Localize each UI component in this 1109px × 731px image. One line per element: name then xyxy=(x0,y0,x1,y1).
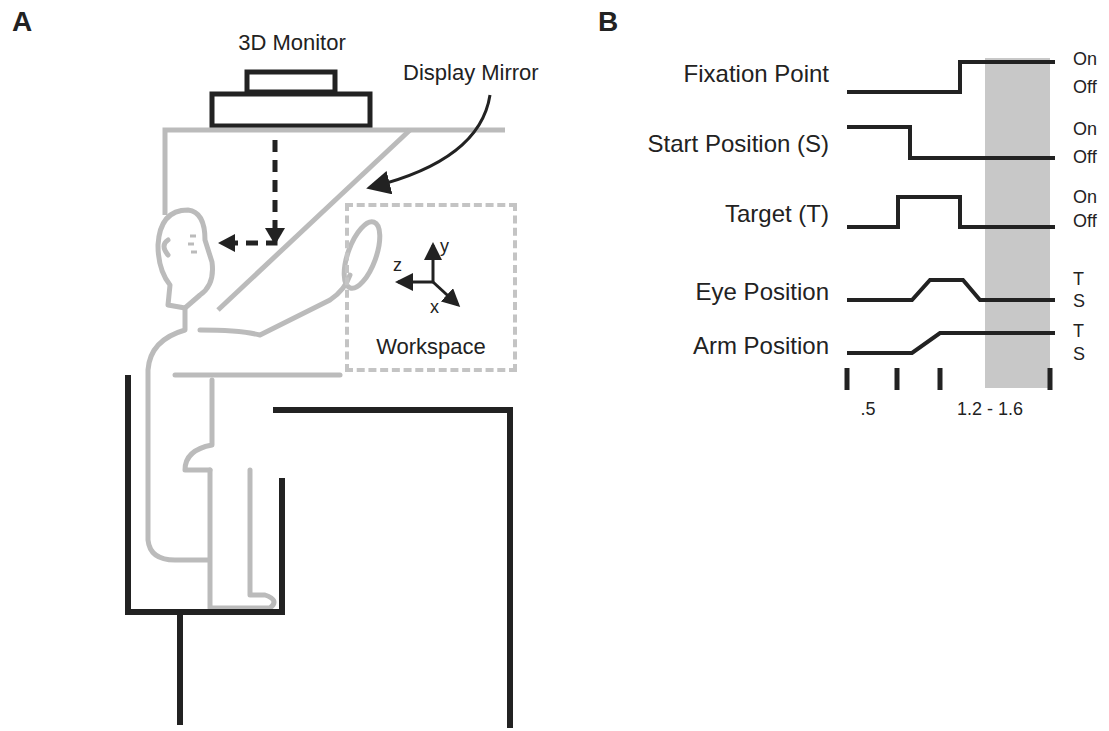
state-label: T xyxy=(1073,322,1084,340)
part-name: 3D Monitor xyxy=(238,32,346,54)
state-label: S xyxy=(1073,292,1085,310)
state-label: On xyxy=(1073,188,1097,206)
time-tick: 1.2 - 1.6 xyxy=(957,400,1023,418)
signal-name: Start Position (S) xyxy=(648,132,829,156)
part-name: Display Mirror xyxy=(403,62,539,84)
panel-letter: B xyxy=(598,8,618,36)
signal-name: Arm Position xyxy=(693,334,829,358)
state-label: S xyxy=(1073,345,1085,363)
state-label: On xyxy=(1073,50,1097,68)
state-label: Off xyxy=(1073,78,1097,96)
time-tick: .5 xyxy=(860,400,875,418)
workspace-box: Workspace xyxy=(345,203,517,372)
state-label: Off xyxy=(1073,212,1097,230)
axis-label: y xyxy=(440,237,449,255)
signal-name: Fixation Point xyxy=(684,62,829,86)
state-label: Off xyxy=(1073,148,1097,166)
signal-name: Eye Position xyxy=(696,280,829,304)
region-label: Workspace xyxy=(349,336,513,358)
axis-label: x xyxy=(430,298,439,316)
state-label: On xyxy=(1073,120,1097,138)
panel-letter: A xyxy=(12,8,32,36)
signal-name: Target (T) xyxy=(725,202,829,226)
axis-label: z xyxy=(393,256,402,274)
state-label: T xyxy=(1073,270,1084,288)
